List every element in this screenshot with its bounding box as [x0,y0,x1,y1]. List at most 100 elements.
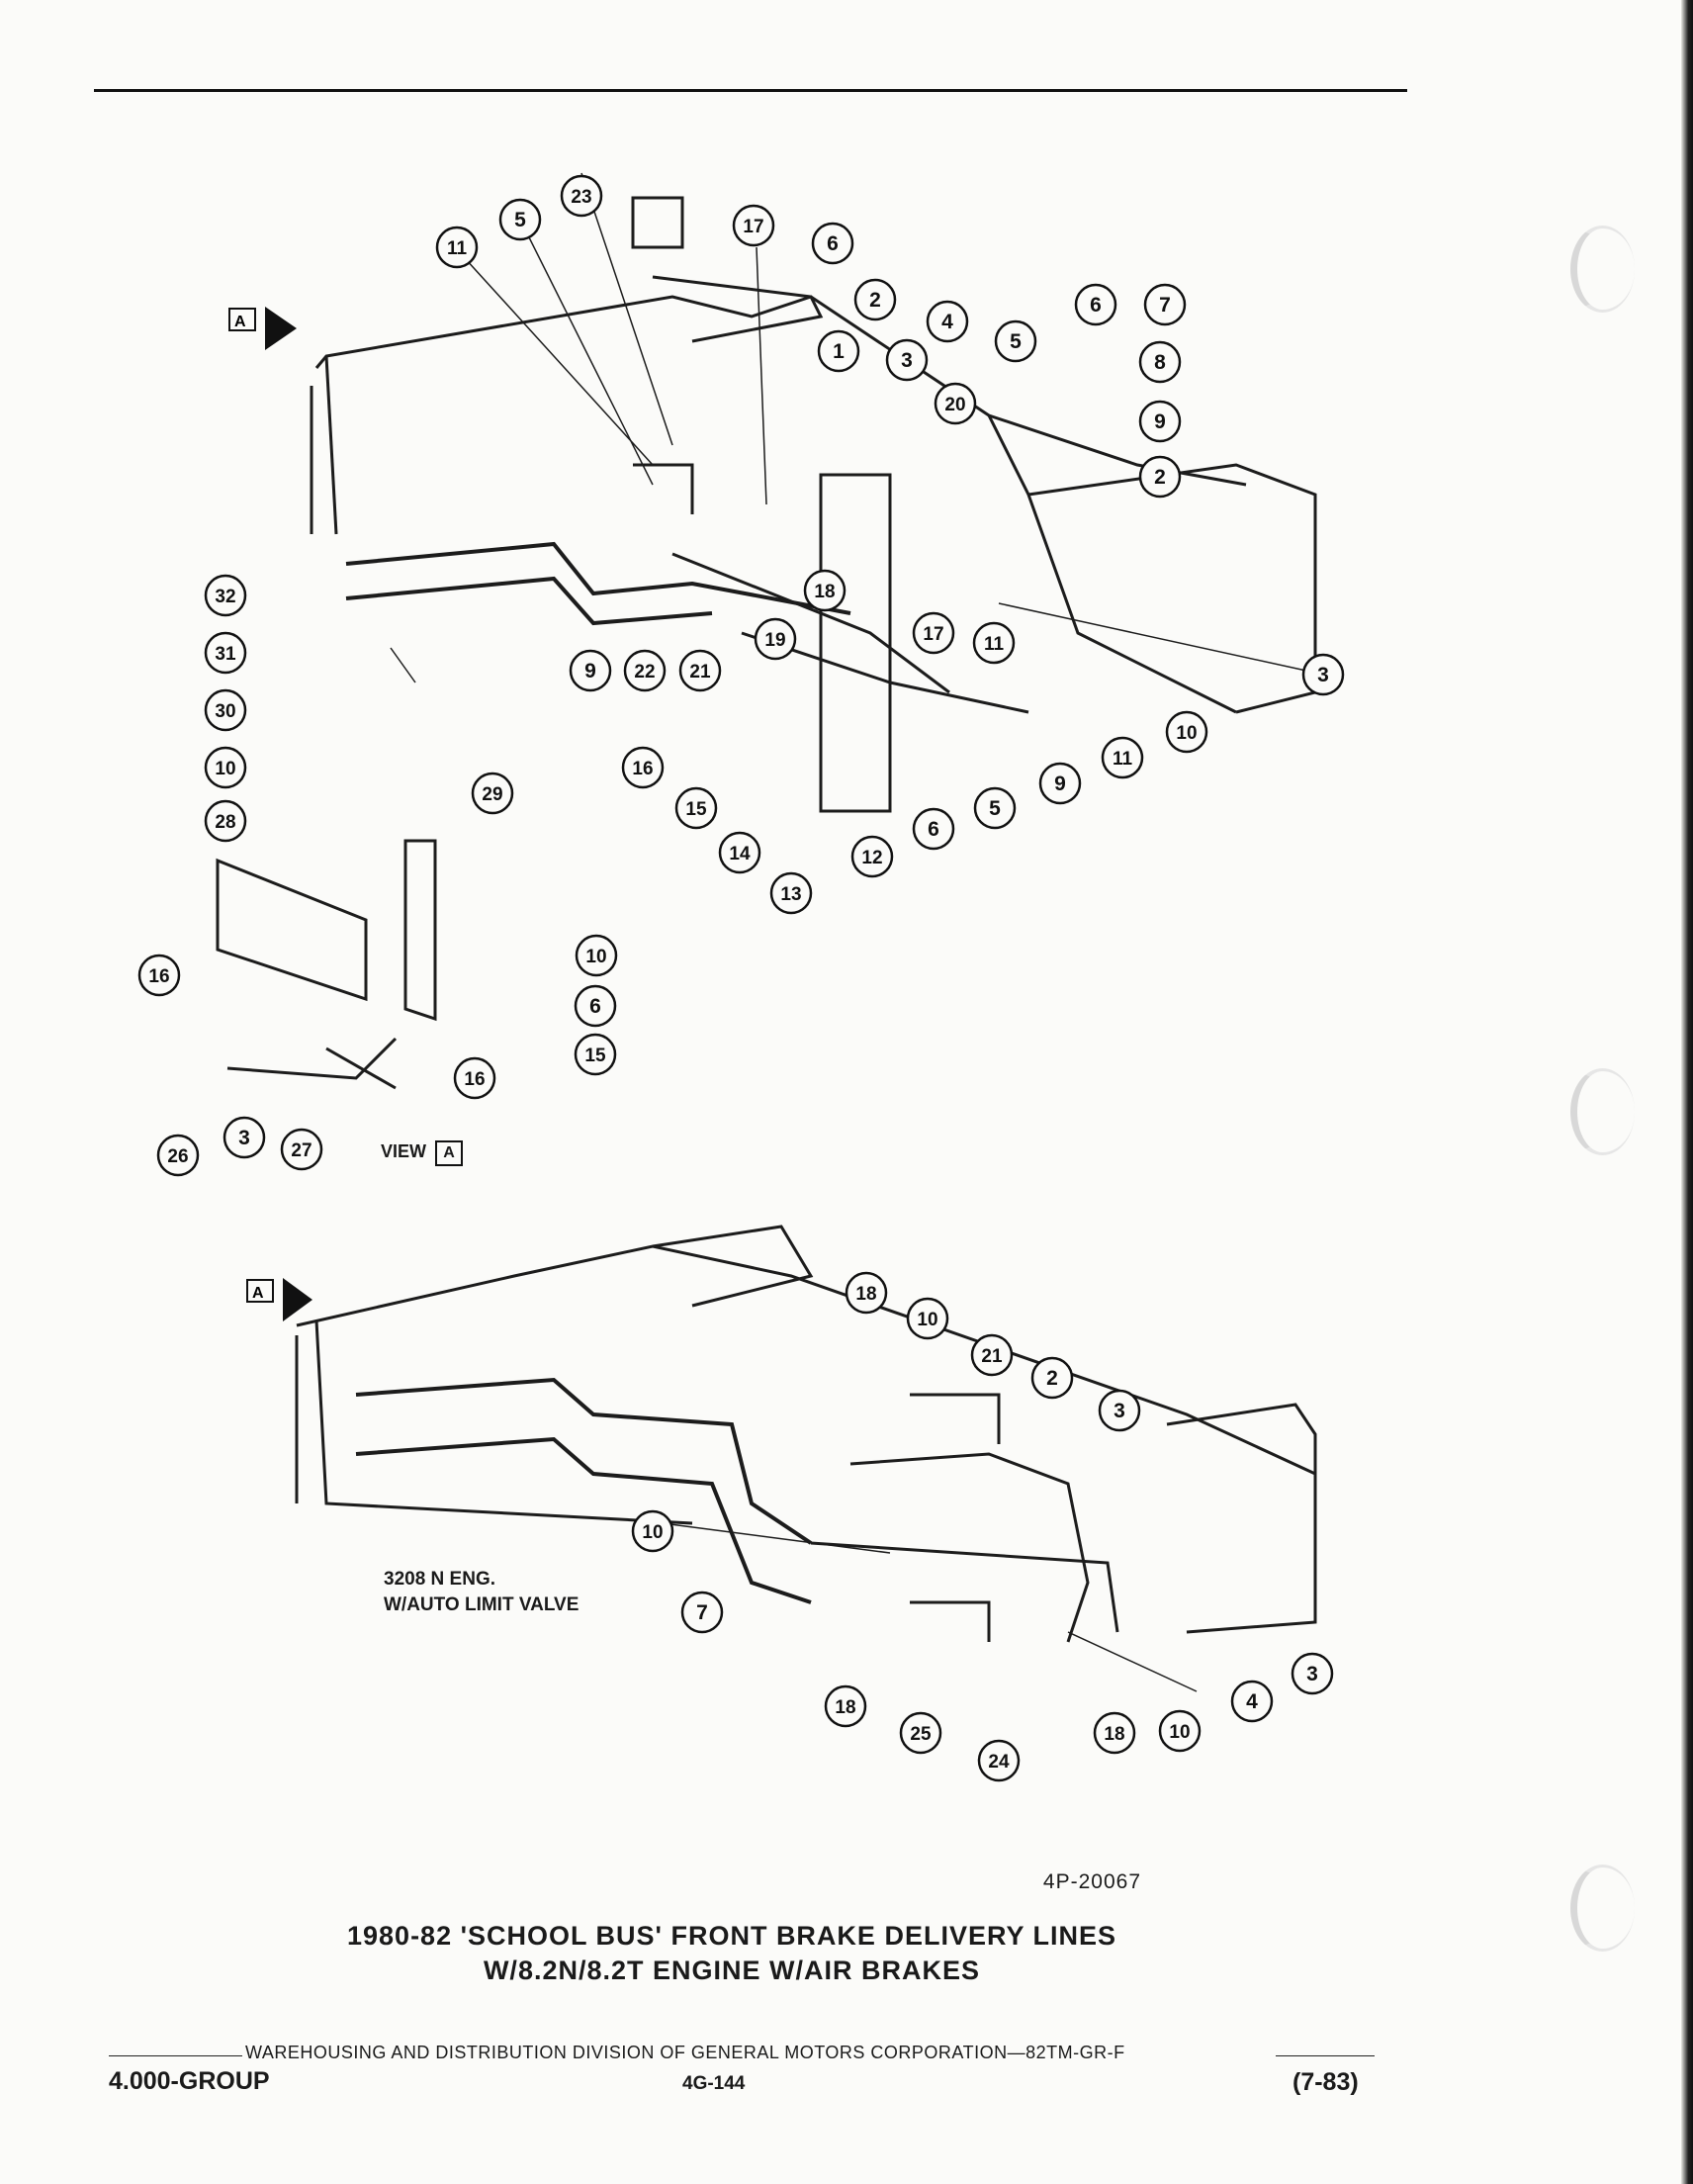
variant-label: 3208 N ENG. W/AUTO LIMIT VALVE [384,1567,579,1618]
top-callout-9: 9 [569,649,612,692]
callout-circle [912,807,955,851]
top-callout-3: 3 [1301,653,1345,696]
callout-number: 5 [989,797,1001,820]
bottom-callout-18: 18 [824,1684,867,1728]
bottom-callout-3: 3 [1098,1389,1141,1432]
bottom-callout-24: 24 [977,1739,1021,1782]
callout-circle [906,1297,949,1340]
bottom-callout-4: 4 [1230,1680,1274,1723]
callout-circle [435,226,479,269]
callout-circle [1138,340,1182,384]
top-callout-10: 10 [575,934,618,977]
callout-number: 1 [833,340,845,363]
callout-circle [970,1333,1014,1377]
callout-circle [498,198,542,241]
top-callout-5: 5 [498,198,542,241]
bottom-callout-10: 10 [906,1297,949,1340]
callout-number: 4 [941,311,953,333]
callout-circle [853,278,897,321]
callout-circle [1143,283,1187,326]
callout-circle [280,1128,323,1171]
callout-circle [156,1134,200,1177]
view-label-letter: A [435,1140,464,1166]
top-callout-7: 7 [1143,283,1187,326]
diagram-linework [216,172,1317,1692]
callout-circle [1074,283,1117,326]
top-callout-11: 11 [1101,736,1144,779]
top-callout-29: 29 [471,772,514,815]
callout-number: 15 [685,799,707,820]
top-callout-1: 1 [817,329,860,373]
variant-label-line1: 3208 N ENG. [384,1569,495,1590]
callout-number: 23 [571,187,591,208]
top-callout-30: 30 [204,688,247,732]
figure-id: 4P-20067 [1042,1870,1141,1893]
callout-number: 19 [764,630,785,651]
top-callout-2: 2 [1138,455,1182,499]
callout-number: 3 [1114,1400,1125,1422]
callout-number: 21 [981,1346,1003,1367]
callout-circle [137,954,181,997]
caption-line-1: 1980-82 'SCHOOL BUS' FRONT BRAKE DELIVER… [347,1921,1116,1951]
footer-date: (7-83) [1292,2068,1359,2096]
callout-number: 4 [1246,1690,1258,1713]
view-label-prefix: VIEW [381,1141,427,1161]
callout-circle [204,688,247,732]
callout-circle [899,1711,942,1755]
callout-number: 12 [861,848,882,868]
top-callout-19: 19 [754,617,797,661]
callout-number: 9 [1054,773,1066,795]
footer-rule-right [1276,2055,1375,2056]
callout-number: 5 [1010,330,1022,353]
callout-number: 16 [632,759,653,779]
top-callout-17: 17 [732,204,775,247]
top-callout-6: 6 [811,222,854,265]
callout-circle [1101,736,1144,779]
bottom-callout-10: 10 [631,1509,674,1553]
callout-number: 9 [584,660,596,682]
callout-circle [569,649,612,692]
callout-number: 16 [464,1069,485,1090]
callout-number: 2 [869,289,881,312]
callout-circle [934,382,977,425]
callout-number: 7 [1159,294,1171,317]
callout-circle [912,611,955,655]
callout-number: 10 [585,947,606,967]
bottom-callout-7: 7 [680,1591,724,1634]
callout-number: 31 [215,644,236,665]
view-a-arrow-top [265,307,297,350]
punch-hole [1570,1865,1635,1952]
top-callout-9: 9 [1138,400,1182,443]
callout-circle [1038,762,1082,805]
callout-circle [850,835,894,878]
callout-number: 2 [1046,1367,1058,1390]
callout-circle [973,786,1017,830]
callout-circle [769,871,813,915]
bottom-callout-18: 18 [1093,1711,1136,1755]
callout-circle [972,621,1016,665]
callout-number: 3 [1306,1663,1318,1685]
callout-circle [575,934,618,977]
top-callout-31: 31 [204,631,247,675]
figure-caption: 1980-82 'SCHOOL BUS' FRONT BRAKE DELIVER… [237,1919,1226,1988]
callout-circle [817,329,860,373]
callout-circle [204,799,247,843]
top-callout-23: 23 [560,174,603,218]
top-callout-2: 2 [853,278,897,321]
callout-circle [680,1591,724,1634]
callout-circle [1158,1709,1202,1753]
top-callout-13: 13 [769,871,813,915]
top-callout-4: 4 [926,300,969,343]
top-callout-3: 3 [223,1116,266,1159]
callout-number: 3 [1317,664,1329,686]
callout-number: 14 [729,844,751,864]
callout-number: 10 [642,1522,663,1543]
callout-number: 29 [482,784,502,805]
top-callout-12: 12 [850,835,894,878]
top-callout-15: 15 [574,1033,617,1076]
callout-number: 3 [901,349,913,372]
callout-number: 6 [928,818,939,841]
callout-number: 20 [944,395,965,415]
callout-number: 17 [923,624,943,645]
